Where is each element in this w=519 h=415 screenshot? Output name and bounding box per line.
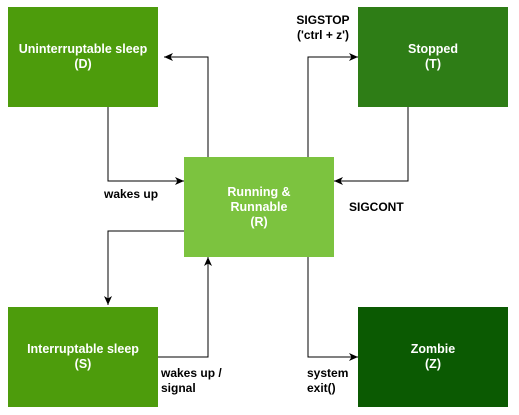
arrow-running-to-interruptible <box>104 230 184 305</box>
edge-label-text: exit() <box>307 381 336 395</box>
state-label-line2: Runnable <box>230 199 288 214</box>
arrow-stopped-to-running <box>334 107 409 185</box>
arrow-running-to-uninterruptible <box>164 53 209 157</box>
state-code: (S) <box>74 357 92 371</box>
state-label-line1: Running & <box>227 184 291 199</box>
arrow-running-to-zombie <box>307 257 358 361</box>
arrow-uninterruptible-to-running <box>107 107 184 185</box>
edge-label-text: signal <box>161 381 196 395</box>
edge-label-wakes-up-signal: wakes up / signal <box>161 366 222 396</box>
state-code: (Z) <box>425 357 441 371</box>
state-label: Interruptable sleep <box>27 342 139 356</box>
edge-label-wakes-up: wakes up <box>104 187 158 202</box>
edge-label-text: SIGSTOP <box>296 13 350 27</box>
arrow-running-to-stopped <box>307 53 358 157</box>
state-label: Uninterruptable sleep <box>18 42 148 56</box>
edge-label-text: system <box>307 366 349 380</box>
state-running-runnable: Running & Runnable (R) <box>184 157 334 257</box>
edge-label-sigstop: SIGSTOP ('ctrl + z') <box>283 13 363 43</box>
state-uninterruptible-sleep: Uninterruptable sleep (D) <box>8 7 158 107</box>
state-code: (D) <box>74 57 92 71</box>
state-stopped: Stopped (T) <box>358 7 508 107</box>
edge-label-system-exit: system exit() <box>307 366 348 396</box>
edge-label-text: SIGCONT <box>349 200 404 214</box>
edge-label-text: ('ctrl + z') <box>296 28 350 42</box>
arrow-interruptible-to-running <box>158 257 212 358</box>
state-label: Zombie <box>410 342 456 356</box>
edge-label-text: wakes up / <box>161 366 222 380</box>
edge-label-text: wakes up <box>104 187 159 201</box>
state-label: Stopped <box>408 42 458 56</box>
state-code: (T) <box>425 57 441 71</box>
state-zombie: Zombie (Z) <box>358 307 508 407</box>
edge-label-sigcont: SIGCONT <box>349 200 404 215</box>
state-code: (R) <box>250 214 268 229</box>
state-interruptible-sleep: Interruptable sleep (S) <box>8 307 158 407</box>
